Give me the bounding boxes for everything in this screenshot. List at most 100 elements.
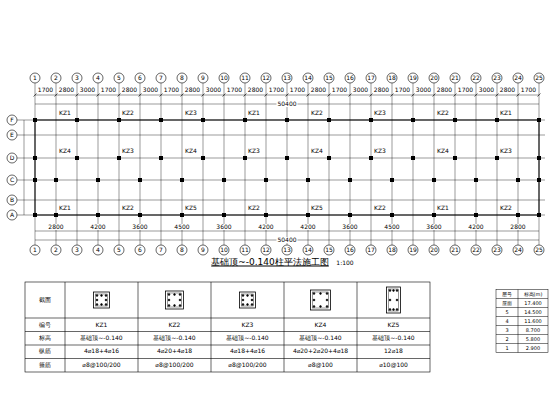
- axis-number: 16: [345, 247, 355, 253]
- dimension: 3600: [425, 224, 442, 230]
- axis-number: 5: [116, 75, 122, 81]
- dimension: 3000: [352, 87, 369, 93]
- axis-number: 1: [32, 247, 38, 253]
- axis-number: 18: [387, 75, 397, 81]
- column-marks: [33, 118, 541, 217]
- axis-number: 17: [366, 247, 376, 253]
- axis-number: 19: [408, 247, 418, 253]
- dimension: 2800: [373, 87, 390, 93]
- axis-number: 23: [492, 247, 502, 253]
- axis-letter: E: [9, 132, 15, 138]
- axis-number: 8: [179, 247, 185, 253]
- dimension: 2800: [509, 224, 526, 230]
- axis-letter: B: [9, 197, 15, 203]
- dimension: 1700: [520, 87, 537, 93]
- column-label: KZ2: [436, 110, 450, 116]
- column-label: KZ1: [58, 110, 72, 116]
- table-cell: ⌀8@100: [307, 362, 334, 368]
- dimension: 3600: [131, 224, 148, 230]
- axis-number: 24: [513, 247, 523, 253]
- level-cell: 2: [504, 337, 509, 342]
- column-label: KZ4: [58, 148, 72, 154]
- table-cell: ⌀8@100/200: [81, 362, 121, 368]
- dimension: 4200: [467, 224, 484, 230]
- axis-letter: C: [9, 177, 15, 183]
- axis-number: 13: [282, 75, 292, 81]
- axis-letter: F: [9, 117, 14, 123]
- axis-number: 20: [429, 75, 439, 81]
- table-cell: KZ5: [387, 322, 401, 328]
- dimension: 2800: [184, 87, 201, 93]
- dimension: 2800: [58, 87, 75, 93]
- axis-number: 8: [179, 75, 185, 81]
- axis-number: 25: [534, 247, 544, 253]
- dimension: 1700: [100, 87, 117, 93]
- table-header: 箍筋: [38, 362, 52, 368]
- column-label: KZ3: [247, 148, 261, 154]
- level-cell: 标高(m): [523, 292, 544, 297]
- dimension: 1700: [331, 87, 348, 93]
- axis-number: 3: [74, 75, 80, 81]
- dimension: 3600: [341, 224, 358, 230]
- axis-number: 4: [95, 247, 101, 253]
- axis-number: 13: [282, 247, 292, 253]
- axis-number: 12: [261, 247, 271, 253]
- axis-number: 14: [303, 247, 313, 253]
- axis-number: 11: [240, 247, 250, 253]
- level-cell: 2.900: [525, 346, 541, 351]
- table-cell: 基础顶~-0.140: [225, 335, 269, 341]
- dimension: 1700: [394, 87, 411, 93]
- column-label: KZ2: [310, 110, 324, 116]
- column-label: KZ4: [436, 148, 450, 154]
- axis-number: 2: [53, 247, 59, 253]
- level-cell: 5.800: [525, 337, 541, 342]
- axis-letter: D: [9, 155, 16, 161]
- table-cell: 4⌀20+2⌀20+4⌀18: [292, 348, 349, 354]
- dimension: 2800: [247, 87, 264, 93]
- overall-dimension: 50400: [276, 237, 297, 243]
- axis-number: 18: [387, 247, 397, 253]
- axis-number: 25: [534, 75, 544, 81]
- dimension: 3000: [79, 87, 96, 93]
- dimension: 1700: [163, 87, 180, 93]
- level-cell: 8.700: [525, 328, 541, 333]
- table-cell: KZ2: [168, 322, 182, 328]
- axis-number: 23: [492, 75, 502, 81]
- level-cell: 1: [504, 346, 509, 351]
- table-header: 纵筋: [38, 348, 52, 354]
- axis-number: 6: [137, 75, 143, 81]
- table-cell: ⌀8@100/200: [227, 362, 267, 368]
- dimension: 4500: [173, 224, 190, 230]
- dimension: 2800: [436, 87, 453, 93]
- level-cell: 层号: [501, 292, 513, 297]
- axis-letter: A: [9, 212, 15, 218]
- dimension: 1700: [289, 87, 306, 93]
- table-cell: 基础顶~-0.140: [298, 335, 342, 341]
- table-cell: 基础顶~-0.140: [371, 335, 415, 341]
- dimension: 4500: [383, 224, 400, 230]
- column-label: KZ3: [373, 148, 387, 154]
- grid-lines: [7, 73, 545, 255]
- dimension: 3000: [415, 87, 432, 93]
- axis-number: 20: [429, 247, 439, 253]
- level-cell: 5: [504, 310, 509, 315]
- column-label: KZ5: [310, 205, 324, 211]
- column-label: KZ1: [499, 110, 513, 116]
- level-table: [496, 290, 548, 353]
- column-label: KZ2: [121, 110, 135, 116]
- axis-number: 21: [450, 247, 460, 253]
- table-cell: 4⌀20+4⌀18: [156, 348, 193, 354]
- axis-number: 15: [324, 75, 334, 81]
- dimension: 3000: [478, 87, 495, 93]
- axis-number: 5: [116, 247, 122, 253]
- axis-number: 14: [303, 75, 313, 81]
- column-label: KZ1: [247, 110, 261, 116]
- level-cell: 14.500: [523, 310, 543, 315]
- column-table: [25, 282, 430, 372]
- column-label: KZ2: [247, 205, 261, 211]
- dimension: 1700: [268, 87, 285, 93]
- dimension: 1700: [37, 87, 54, 93]
- table-header: 截面: [38, 297, 52, 303]
